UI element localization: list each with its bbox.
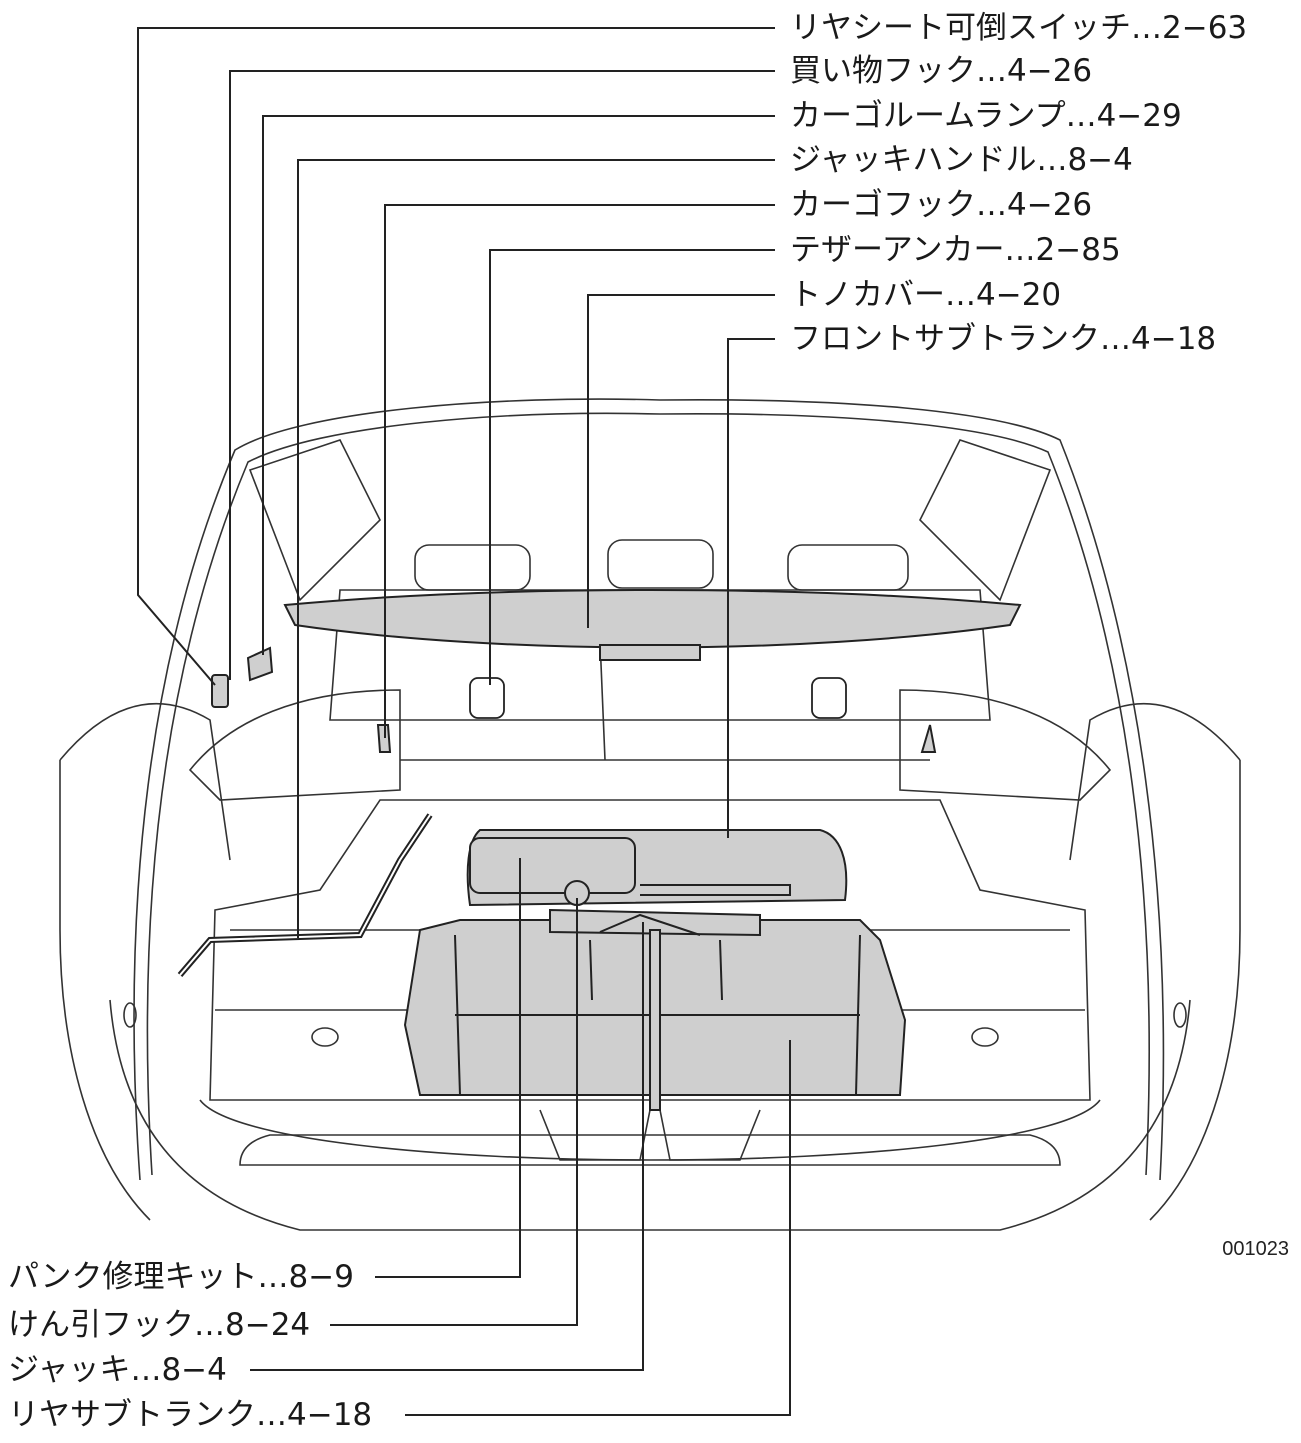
label-rear-seat-switch: リヤシート可倒スイッチ…2−63: [790, 10, 1248, 46]
cargo-hooks: [376, 724, 937, 753]
label-shopping-hook: 買い物フック…4−26: [790, 53, 1093, 89]
label-tether-anchor: テザーアンカー…2−85: [790, 232, 1121, 268]
label-jack: ジャッキ…8−4: [8, 1352, 227, 1388]
seat-switch: [211, 674, 229, 708]
figure-id: 001023: [1222, 1238, 1289, 1260]
jack: [549, 908, 761, 1111]
front-sub-trunk: [466, 829, 848, 907]
label-tonneau-cover: トノカバー…4−20: [790, 277, 1062, 313]
tonneau-cover: [283, 589, 1022, 661]
label-front-sub-trunk: フロントサブトランク…4−18: [790, 321, 1217, 357]
label-jack-handle: ジャッキハンドル…8−4: [790, 142, 1133, 178]
leader-lines-top: [137, 27, 775, 938]
jack-handle: [177, 813, 433, 977]
label-cargo-hook: カーゴフック…4−26: [790, 187, 1093, 223]
label-tow-hook: けん引フック…8−24: [8, 1307, 311, 1343]
cargo-room-lamp: [246, 646, 274, 682]
label-puncture-repair-kit: パンク修理キット…8−9: [8, 1259, 354, 1295]
label-rear-sub-trunk: リヤサブトランク…4−18: [8, 1397, 373, 1433]
tether-anchors: [469, 677, 847, 719]
car-body: [59, 398, 1241, 1231]
leader-lines-bottom: [250, 858, 791, 1416]
label-cargo-room-lamp: カーゴルームランプ…4−29: [790, 98, 1182, 134]
